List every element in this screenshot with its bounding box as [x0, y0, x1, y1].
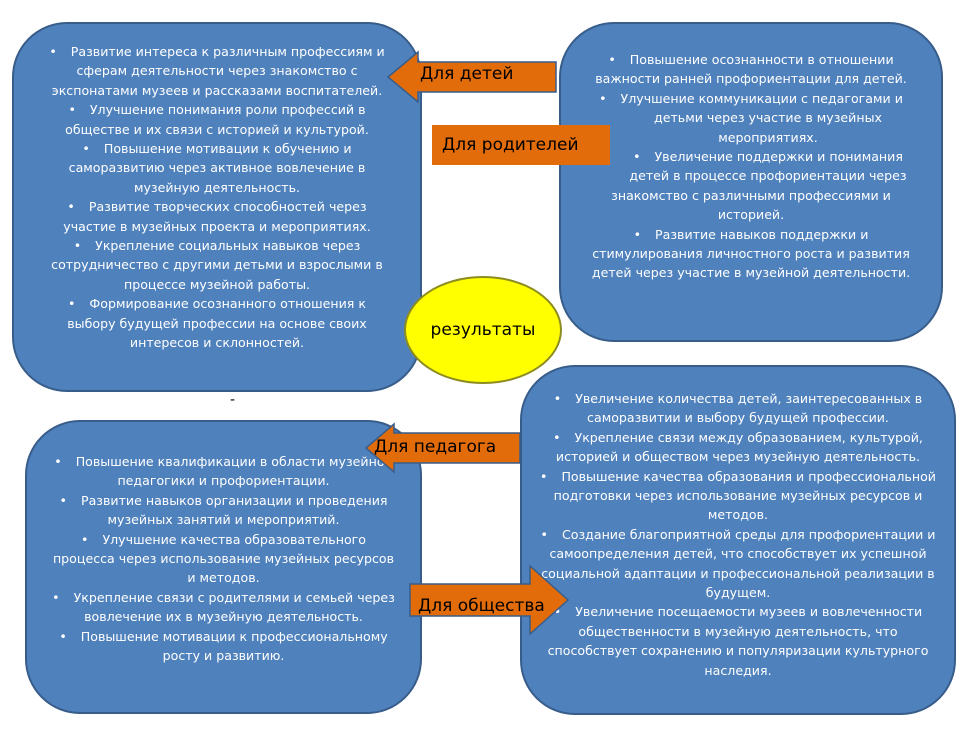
teacher-label: Для педагога: [374, 437, 497, 457]
parents-label: Для родителей: [442, 135, 579, 155]
society-arrow-icon: [409, 564, 570, 636]
list-item: Увеличение поддержки и понимания детей в…: [583, 147, 919, 225]
list-item: Укрепление связи с родителями и семьей ч…: [49, 588, 398, 627]
list-item: Развитие навыков организации и проведени…: [49, 491, 398, 530]
list-item: Повышение мотивации к обучению и самораз…: [44, 139, 390, 197]
parents-results-box: Повышение осознанности в отношении важно…: [559, 22, 943, 342]
parents-label-box: [432, 125, 610, 165]
society-results-box: Увеличение количества детей, заинтересов…: [520, 365, 956, 715]
dash-mark: -: [230, 392, 236, 408]
list-item: Создание благоприятной среды для профори…: [540, 525, 936, 603]
children-results-box: Развитие интереса к различным профессиям…: [12, 22, 422, 392]
list-item: Повышение мотивации к профессиональному …: [49, 627, 398, 666]
society-label: Для общества: [418, 596, 545, 616]
list-item: Развитие навыков поддержки и стимулирова…: [583, 225, 919, 283]
list-item: Повышение квалификации в области музейно…: [49, 452, 398, 491]
children-label: Для детей: [420, 64, 514, 84]
list-item: Улучшение понимания роли профессий в общ…: [44, 100, 390, 139]
list-item: Улучшение коммуникации с педагогами и де…: [583, 89, 919, 147]
list-item: Повышение качества образования и професс…: [540, 467, 936, 525]
list-item: Повышение осознанности в отношении важно…: [583, 50, 919, 89]
list-item: Улучшение качества образовательного проц…: [49, 530, 398, 588]
children-arrow-icon: [386, 50, 557, 104]
list-item: Укрепление социальных навыков через сотр…: [44, 236, 390, 294]
list-item: Формирование осознанного отношения к выб…: [44, 294, 390, 352]
list-item: Развитие интереса к различным профессиям…: [44, 42, 390, 100]
teacher-arrow-icon: [364, 422, 521, 474]
results-ellipse: результаты: [404, 276, 562, 384]
results-label: результаты: [430, 320, 536, 340]
list-item: Развитие творческих способностей через у…: [44, 197, 390, 236]
list-item: Укрепление связи между образованием, кул…: [540, 428, 936, 467]
teacher-results-box: Повышение квалификации в области музейно…: [25, 420, 422, 714]
list-item: Увеличение количества детей, заинтересов…: [540, 389, 936, 428]
list-item: Увеличение посещаемости музеев и вовлече…: [540, 602, 936, 680]
